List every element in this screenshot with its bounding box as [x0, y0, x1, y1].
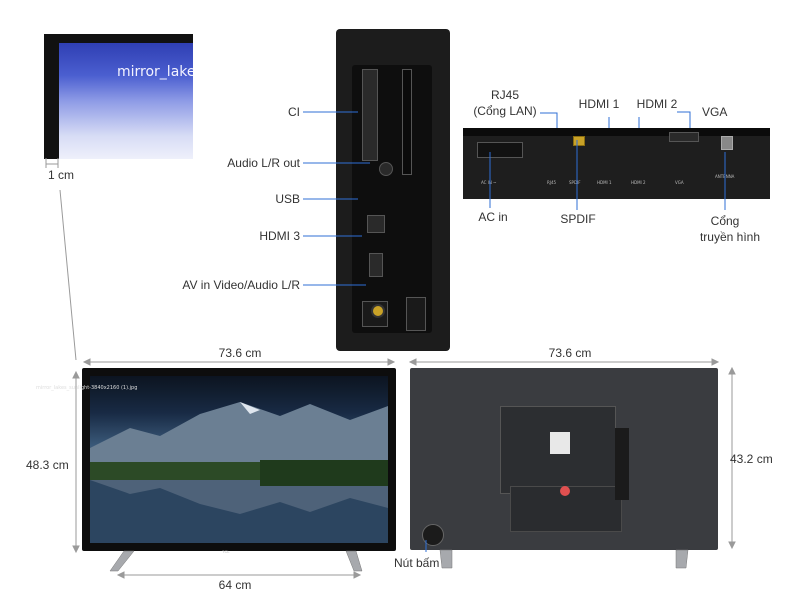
- vga-label: VGA: [702, 105, 728, 119]
- back-height-label: 43.2 cm: [730, 452, 773, 466]
- rj45-label: RJ45: [490, 88, 519, 102]
- vga-callout-line: [677, 111, 691, 128]
- stand-width-arrow-left: [116, 571, 125, 579]
- corner-link-line: [59, 189, 77, 361]
- ac-in-label: AC in: [478, 210, 508, 224]
- stand-width-arrow-right: [353, 571, 362, 579]
- antenna-label-line1: Cổng: [710, 214, 740, 228]
- side-ports-recess: [352, 65, 432, 333]
- front-width-arrow-right: [387, 358, 396, 366]
- bezel-corner-detail: mirror_lakes: [44, 34, 193, 159]
- bottom-ports-strip: [463, 128, 770, 136]
- stand-width-label: 64 cm: [218, 578, 252, 592]
- antenna-port: [721, 136, 733, 150]
- usb-label: USB: [275, 192, 300, 206]
- back-height-arrow-bottom: [728, 541, 736, 550]
- front-height-arrow-top: [72, 370, 80, 379]
- side-port-column: [615, 428, 629, 500]
- card-slot: [402, 69, 412, 175]
- front-height-label: 48.3 cm: [26, 458, 69, 472]
- bezel-thickness-label: 1 cm: [48, 168, 75, 182]
- tv-front-screen: [90, 376, 388, 543]
- back-width-arrow-left: [408, 358, 417, 366]
- av-in-connector-icon: [371, 304, 385, 318]
- tv-brand-logo: TCL: [222, 549, 230, 554]
- back-width-arrow-right: [711, 358, 720, 366]
- snow-peak: [240, 402, 260, 414]
- button-label: Nút bấm: [394, 556, 440, 570]
- ac-in-port: [477, 142, 523, 158]
- tv-front-view: [82, 368, 396, 551]
- av-in-side: [406, 297, 426, 331]
- ci-slot: [362, 69, 378, 161]
- tv-back-view: [410, 368, 718, 550]
- front-stand-right: [345, 550, 363, 572]
- control-button[interactable]: [422, 524, 444, 546]
- antenna-label-line2: truyền hình: [699, 230, 761, 244]
- front-width-label: 73.6 cm: [218, 346, 262, 360]
- front-height-arrow-bottom: [72, 545, 80, 554]
- mountain-reflection: [90, 480, 388, 514]
- audio-out-jack: [379, 162, 393, 176]
- hdmi2-label: HDMI 2: [636, 97, 678, 111]
- front-stand-left: [109, 550, 135, 572]
- lan-label: (Cổng LAN): [473, 104, 537, 118]
- av-in-label: AV in Video/Audio L/R: [182, 278, 300, 292]
- spdif-port: [573, 136, 585, 146]
- screen-corner: [59, 43, 193, 159]
- warning-icon: [560, 486, 570, 496]
- hdmi3-label: HDMI 3: [259, 229, 300, 243]
- front-width-arrow-left: [82, 358, 91, 366]
- hdmi3-port: [369, 253, 383, 277]
- usb-port: [367, 215, 385, 233]
- tv-landscape-image: [90, 402, 388, 543]
- bottom-ports-detail: AC IN ~ RJ45 SPDIF HDMI 1 HDMI 2 VGA ANT…: [463, 128, 770, 199]
- screen-corner-text: mirror_lakes: [117, 64, 193, 80]
- back-stand-left: [439, 549, 453, 569]
- side-ports-detail: [336, 29, 450, 351]
- back-width-label: 73.6 cm: [548, 346, 592, 360]
- tree-cluster: [260, 460, 388, 486]
- rear-label-sticker: [550, 432, 570, 454]
- spdif-label: SPDIF: [560, 212, 596, 226]
- audio-out-label: Audio L/R out: [227, 156, 300, 170]
- back-stand-right: [675, 549, 689, 569]
- vga-port: [669, 132, 699, 142]
- mountain-range: [90, 402, 388, 471]
- ci-label: CI: [288, 105, 300, 119]
- rj45-callout-line: [540, 112, 558, 128]
- back-height-arrow-top: [728, 366, 736, 375]
- hdmi1-label: HDMI 1: [578, 97, 620, 111]
- tv-screen-filename: mirror_lakes_sunlight-3840x2160 (1).jpg: [36, 385, 138, 391]
